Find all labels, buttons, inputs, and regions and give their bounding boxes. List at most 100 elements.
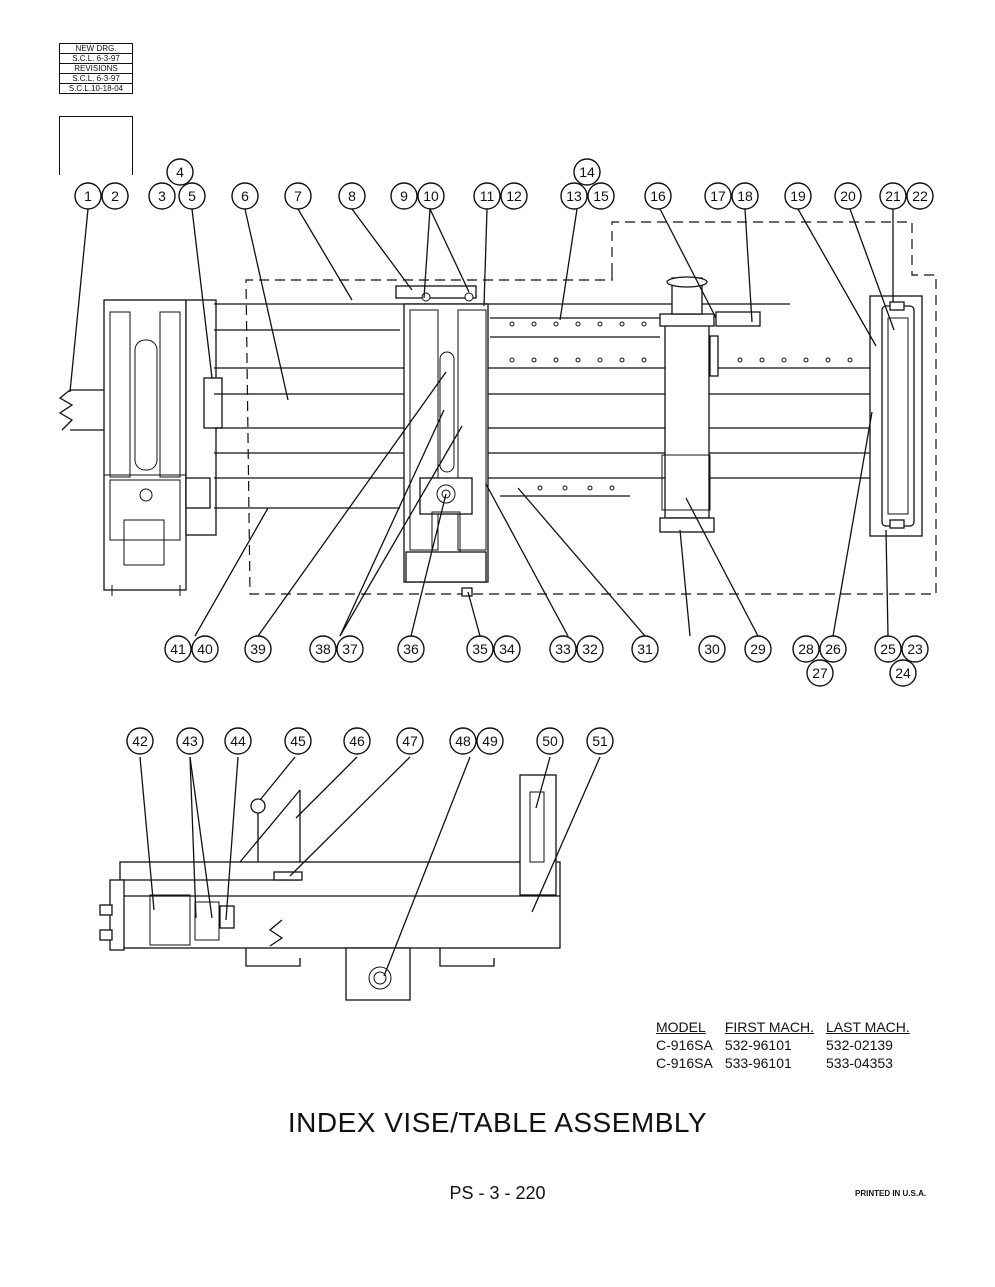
revision-block: NEW DRG. S.C.L. 6-3-97 REVISIONS S.C.L. … xyxy=(59,43,133,94)
cell-last: 532-02139 xyxy=(826,1037,893,1053)
callout-11: 11 xyxy=(473,182,501,210)
revision-line: S.C.L. 6-3-97 xyxy=(60,54,132,64)
callout-label: 14 xyxy=(579,164,595,180)
callout-label: 46 xyxy=(349,733,365,749)
cell-model: C-916SA xyxy=(656,1037,713,1053)
callout-label: 49 xyxy=(482,733,498,749)
callout-2: 2 xyxy=(101,182,129,210)
callout-label: 8 xyxy=(348,188,356,204)
cell-first: 532-96101 xyxy=(724,1037,792,1053)
callout-9: 9 xyxy=(390,182,418,210)
callout-label: 24 xyxy=(895,665,911,681)
callout-27: 27 xyxy=(806,659,834,687)
callout-23: 23 xyxy=(901,635,929,663)
header-first-mach: FIRST MACH. xyxy=(724,1019,815,1035)
callout-17: 17 xyxy=(704,182,732,210)
callout-1: 1 xyxy=(74,182,102,210)
page-number: PS - 3 - 220 xyxy=(449,1183,546,1203)
revision-line: REVISIONS xyxy=(60,64,132,74)
callout-label: 22 xyxy=(912,188,928,204)
callout-8: 8 xyxy=(338,182,366,210)
callout-label: 25 xyxy=(880,641,896,657)
cell-model: C-916SA xyxy=(656,1055,713,1071)
right-end-stop xyxy=(869,295,923,537)
page-title: INDEX VISE/TABLE ASSEMBLY xyxy=(287,1107,708,1138)
callout-14: 14 xyxy=(573,158,601,186)
callout-7: 7 xyxy=(284,182,312,210)
callout-44: 44 xyxy=(224,727,252,755)
callout-32: 32 xyxy=(576,635,604,663)
callout-42: 42 xyxy=(126,727,154,755)
callout-12: 12 xyxy=(500,182,528,210)
callout-label: 33 xyxy=(555,641,571,657)
callout-label: 16 xyxy=(650,188,666,204)
leader-lines xyxy=(69,208,895,977)
callout-label: 2 xyxy=(111,188,119,204)
callout-label: 32 xyxy=(582,641,598,657)
callout-15: 15 xyxy=(587,182,615,210)
callout-label: 39 xyxy=(250,641,266,657)
center-vise-block xyxy=(395,285,489,597)
header-last-mach: LAST MACH. xyxy=(826,1019,910,1035)
callout-label: 29 xyxy=(750,641,766,657)
callout-5: 5 xyxy=(178,182,206,210)
callout-label: 45 xyxy=(290,733,306,749)
callout-label: 48 xyxy=(455,733,471,749)
callout-24: 24 xyxy=(889,659,917,687)
callout-label: 36 xyxy=(403,641,419,657)
callout-label: 44 xyxy=(230,733,246,749)
callout-label: 21 xyxy=(885,188,901,204)
callout-label: 7 xyxy=(294,188,302,204)
callout-36: 36 xyxy=(397,635,425,663)
cell-last: 533-04353 xyxy=(826,1055,893,1071)
callout-label: 11 xyxy=(480,188,495,204)
callout-28: 28 xyxy=(792,635,820,663)
revision-line: NEW DRG. xyxy=(60,44,132,54)
callout-label: 50 xyxy=(542,733,558,749)
cell-first: 533-96101 xyxy=(724,1055,792,1071)
callout-45: 45 xyxy=(284,727,312,755)
callout-label: 12 xyxy=(506,188,522,204)
callout-33: 33 xyxy=(549,635,577,663)
callout-18: 18 xyxy=(731,182,759,210)
revision-block-frame xyxy=(59,116,133,175)
callout-label: 27 xyxy=(812,665,828,681)
callout-47: 47 xyxy=(396,727,424,755)
callout-label: 42 xyxy=(132,733,148,749)
front-view-base xyxy=(99,774,561,1001)
rail-holes xyxy=(509,321,853,491)
callout-38: 38 xyxy=(309,635,337,663)
callout-label: 10 xyxy=(423,188,439,204)
callout-label: 43 xyxy=(182,733,198,749)
callout-label: 41 xyxy=(170,641,186,657)
callout-label: 9 xyxy=(400,188,408,204)
left-vise-body xyxy=(103,299,223,596)
header-model: MODEL xyxy=(656,1019,706,1035)
callout-49: 49 xyxy=(476,727,504,755)
callout-label: 20 xyxy=(840,188,856,204)
callout-label: 6 xyxy=(241,188,249,204)
table-outline-dashed xyxy=(245,221,937,595)
right-clamp-column xyxy=(659,276,761,533)
table-row: C-916SA 533-96101 533-04353 xyxy=(650,1054,916,1072)
callout-label: 15 xyxy=(593,188,609,204)
printed-note: PRINTED IN U.S.A. xyxy=(855,1189,927,1198)
callout-13: 13 xyxy=(560,182,588,210)
callout-label: 3 xyxy=(158,188,166,204)
callout-label: 37 xyxy=(342,641,358,657)
callout-6: 6 xyxy=(231,182,259,210)
callout-label: 18 xyxy=(737,188,753,204)
revision-line: S.C.L.10-18-04 xyxy=(68,84,124,93)
callout-label: 35 xyxy=(472,641,488,657)
main-rails xyxy=(214,303,870,509)
callout-label: 1 xyxy=(84,188,92,204)
callout-39: 39 xyxy=(244,635,272,663)
callout-51: 51 xyxy=(586,727,614,755)
left-shaft xyxy=(58,389,104,431)
callout-label: 5 xyxy=(188,188,196,204)
callout-label: 26 xyxy=(825,641,841,657)
callout-19: 19 xyxy=(784,182,812,210)
callout-label: 28 xyxy=(798,641,814,657)
callout-48: 48 xyxy=(449,727,477,755)
